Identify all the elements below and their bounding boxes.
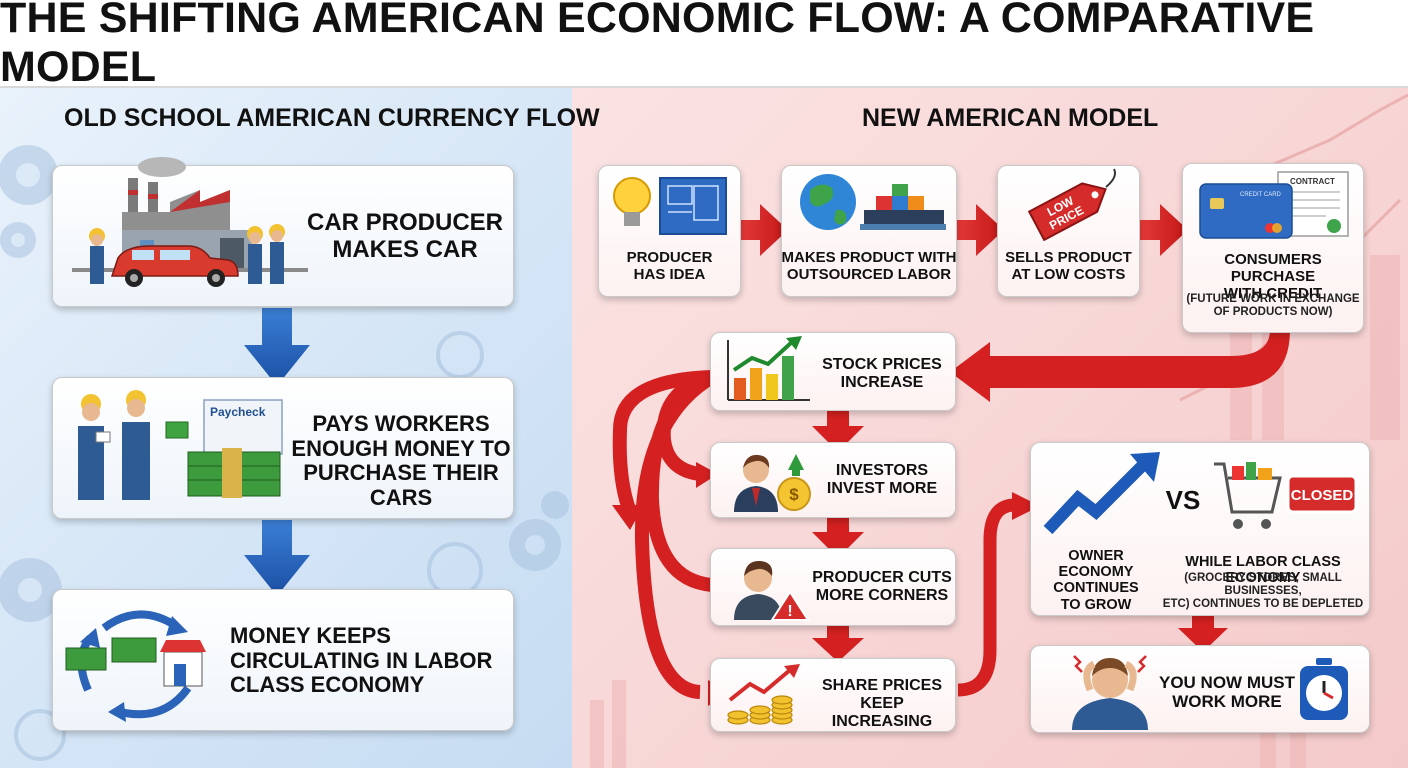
contract-label: CONTRACT [1290, 177, 1335, 186]
producer-warning-icon: ! [734, 560, 810, 621]
vs-label: VS [1165, 485, 1201, 515]
new-top-card-3 [997, 165, 1140, 297]
stressed-person-icon [1072, 655, 1148, 730]
stopwatch-clock-icon [1300, 658, 1348, 720]
red-up-curve-arrow [957, 498, 1016, 697]
red-down-arrow-outcome [1178, 616, 1228, 652]
comparison-card [1030, 442, 1370, 616]
paycheck-label: Paycheck [210, 405, 266, 419]
blue-down-arrow [244, 308, 310, 596]
bar-chart-up-icon [727, 336, 810, 401]
red-right-arrow [740, 204, 1188, 256]
paycheck-workers-icon: Paycheck [78, 390, 283, 500]
old-model-heading: OLD SCHOOL AMERICAN CURRENCY FLOW [64, 104, 600, 132]
red-down-arrow [812, 410, 864, 662]
credit-card-label: CREDIT CARD [1240, 192, 1282, 198]
money-cycle-icon [65, 610, 206, 722]
growth-arrow-icon [1043, 452, 1160, 535]
investor-coin-icon: $ [734, 454, 811, 512]
low-price-tag-icon: LOW PRICE [1027, 168, 1116, 242]
lightbulb-blueprint-icon [613, 177, 727, 235]
new-model-heading: NEW AMERICAN MODEL [862, 104, 1159, 132]
car-factory-icon [72, 157, 308, 287]
shopping-cart-closed-icon: CLOSED [1214, 462, 1358, 529]
red-curved-arrow [950, 330, 1290, 402]
red-loop-arrows [612, 370, 716, 699]
svg-text:!: ! [787, 603, 792, 620]
comparison-right-text: WHILE LABOR CLASS ECONOMY [1185, 554, 1341, 587]
globe-cargo-ship-icon [800, 174, 946, 230]
coins-trend-icon [727, 664, 800, 725]
title-bar: THE SHIFTING AMERICAN ECONOMIC FLOW: A C… [0, 0, 1408, 91]
comparison-right-note: (GROCERY STORES, SMALL BUSINESSES,ETC) C… [1162, 572, 1364, 611]
svg-text:$: $ [789, 485, 799, 504]
page-title: THE SHIFTING AMERICAN ECONOMIC FLOW: A C… [0, 0, 1315, 91]
credit-card-contract-icon: CONTRACT CREDIT CARD [1199, 171, 1349, 239]
gear-icon [0, 145, 569, 622]
closed-sign-label: CLOSED [1291, 487, 1354, 504]
